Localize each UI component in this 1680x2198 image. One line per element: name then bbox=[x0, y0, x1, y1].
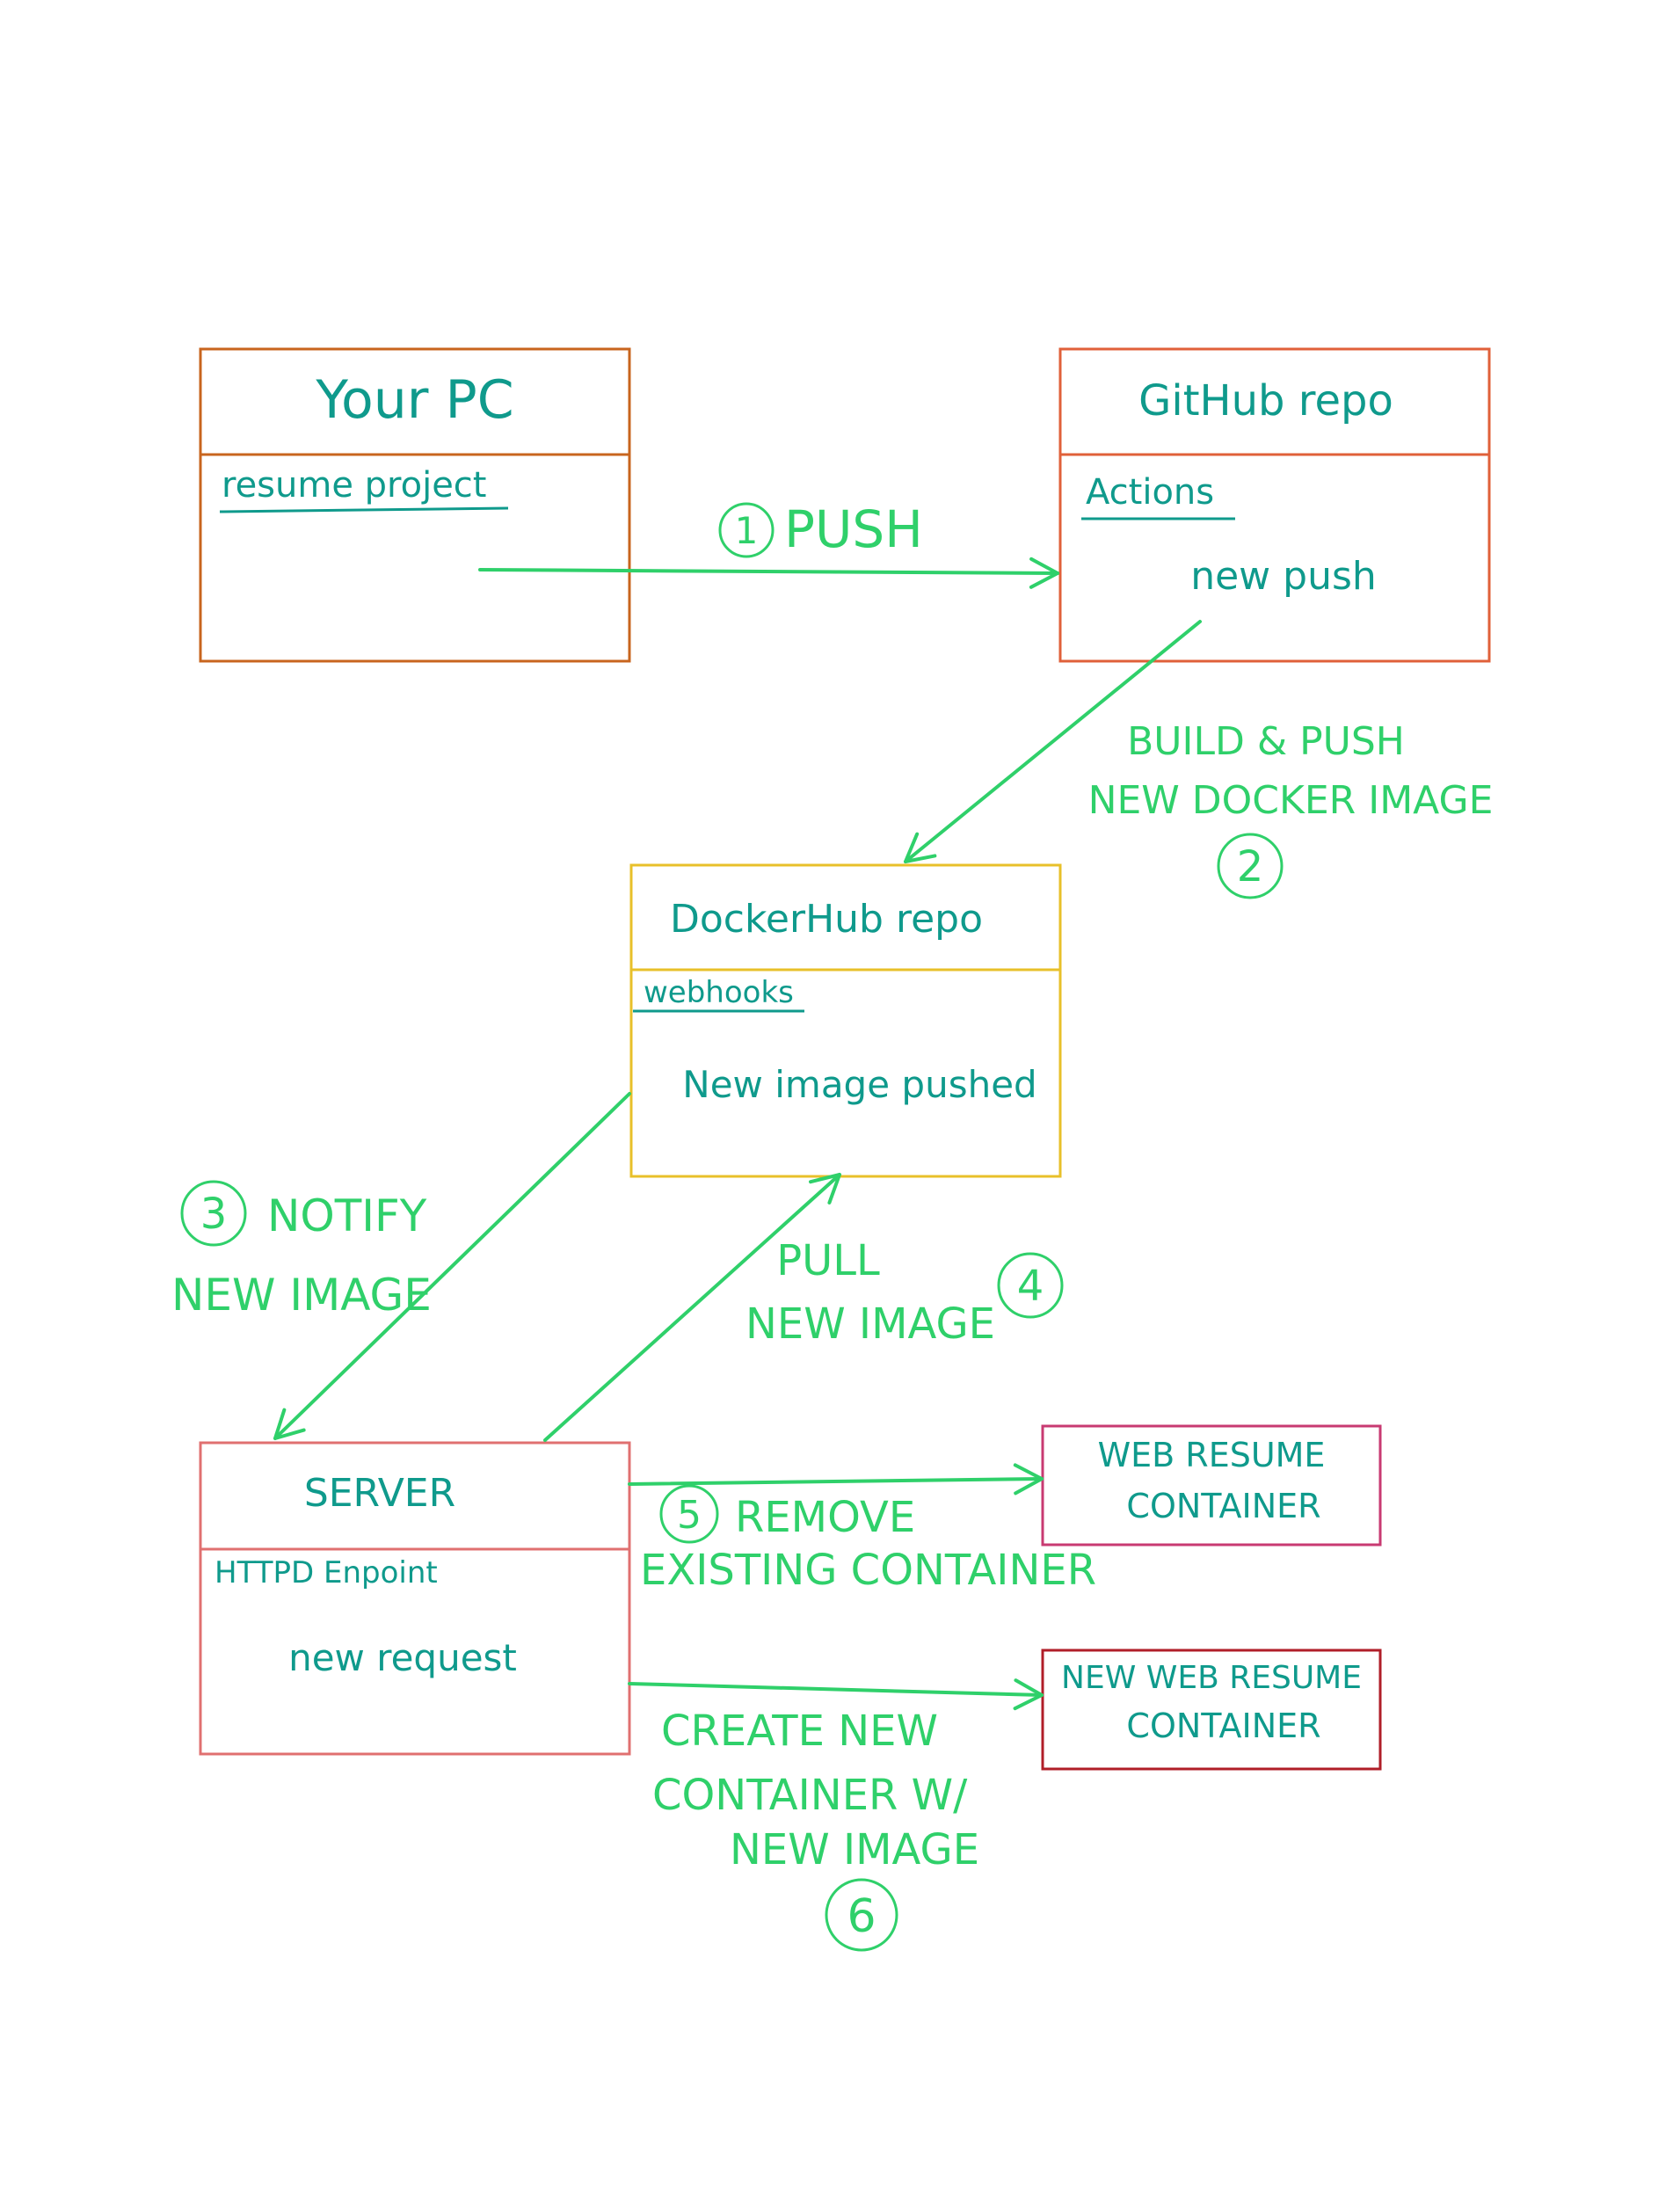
step-2-label: BUILD & PUSH NEW DOCKER IMAGE 2 bbox=[1088, 719, 1494, 899]
new-web-resume-container-line2: CONTAINER bbox=[1126, 1707, 1320, 1745]
step-4-number: 4 bbox=[1017, 1262, 1044, 1311]
arrow-create-container bbox=[628, 1678, 1044, 1711]
dockerhub-repo-title: DockerHub repo bbox=[670, 897, 983, 942]
server-box bbox=[199, 1441, 631, 1756]
step-4-label: PULL NEW IMAGE 4 bbox=[745, 1236, 1064, 1349]
step-2-line2: NEW DOCKER IMAGE bbox=[1088, 778, 1494, 823]
github-actions-label: Actions bbox=[1086, 472, 1214, 513]
step-3-line1: NOTIFY bbox=[267, 1190, 427, 1241]
step-2-number: 2 bbox=[1237, 842, 1264, 892]
node-new-web-resume-container: NEW WEB RESUME CONTAINER bbox=[1041, 1648, 1382, 1771]
step-5-line1: REMOVE bbox=[735, 1493, 915, 1542]
step-1-text: PUSH bbox=[784, 499, 923, 559]
dockerhub-repo-box bbox=[629, 863, 1062, 1178]
step-5-number: 5 bbox=[677, 1493, 702, 1538]
step-6-label: CREATE NEW CONTAINER W/ NEW IMAGE 6 bbox=[652, 1707, 979, 1952]
step-5-line2: EXISTING CONTAINER bbox=[640, 1546, 1096, 1595]
step-6-number: 6 bbox=[847, 1890, 876, 1943]
step-6-line2: CONTAINER W/ bbox=[652, 1771, 968, 1820]
step-3-line2: NEW IMAGE bbox=[171, 1270, 432, 1321]
step-3-circle bbox=[180, 1180, 247, 1247]
dockerhub-new-image-pushed: New image pushed bbox=[682, 1063, 1036, 1106]
step-1-label: 1 PUSH bbox=[718, 499, 923, 559]
arrow-push bbox=[478, 557, 1059, 589]
server-new-request: new request bbox=[288, 1636, 517, 1679]
step-4-line1: PULL bbox=[776, 1236, 880, 1285]
node-github-repo: GitHub repo Actions new push bbox=[1058, 347, 1491, 663]
step-6-circle bbox=[825, 1878, 898, 1952]
web-resume-container-line1: WEB RESUME bbox=[1098, 1436, 1326, 1474]
arrow-remove-container bbox=[628, 1463, 1044, 1496]
arrow-pull-new-image bbox=[543, 1173, 841, 1442]
your-pc-section-underline bbox=[219, 506, 509, 513]
step-3-number: 3 bbox=[200, 1190, 228, 1239]
step-5-circle bbox=[659, 1484, 719, 1544]
github-new-push: new push bbox=[1190, 554, 1377, 599]
arrow-notify-new-image bbox=[273, 1092, 631, 1440]
node-web-resume-container: WEB RESUME CONTAINER bbox=[1041, 1424, 1382, 1547]
node-server: SERVER HTTPD Enpoint new request bbox=[199, 1441, 631, 1756]
step-6-line1: CREATE NEW bbox=[661, 1707, 938, 1756]
step-1-number: 1 bbox=[735, 509, 759, 552]
arrow-build-push-image bbox=[904, 620, 1202, 863]
github-repo-title: GitHub repo bbox=[1138, 376, 1393, 426]
step-4-line2: NEW IMAGE bbox=[745, 1299, 995, 1349]
step-2-circle bbox=[1217, 833, 1284, 899]
node-dockerhub-repo: DockerHub repo webhooks New image pushed bbox=[629, 863, 1062, 1178]
server-httpd-label: HTTPD Enpoint bbox=[215, 1555, 438, 1590]
server-title: SERVER bbox=[304, 1471, 455, 1516]
new-web-resume-container-line1: NEW WEB RESUME bbox=[1061, 1660, 1362, 1696]
step-2-line1: BUILD & PUSH bbox=[1127, 719, 1405, 764]
step-1-circle bbox=[718, 502, 775, 558]
your-pc-section-label: resume project bbox=[222, 465, 486, 506]
step-6-line3: NEW IMAGE bbox=[730, 1825, 979, 1874]
your-pc-box bbox=[199, 347, 631, 663]
dockerhub-webhooks-label: webhooks bbox=[644, 975, 794, 1010]
github-repo-box bbox=[1058, 347, 1491, 663]
your-pc-title: Your PC bbox=[315, 369, 513, 431]
step-3-label: 3 NOTIFY NEW IMAGE bbox=[171, 1180, 432, 1321]
step-5-label: 5 REMOVE EXISTING CONTAINER bbox=[640, 1484, 1096, 1595]
step-4-circle bbox=[997, 1252, 1064, 1319]
web-resume-container-line2: CONTAINER bbox=[1126, 1487, 1320, 1525]
node-your-pc: Your PC resume project bbox=[199, 347, 631, 663]
